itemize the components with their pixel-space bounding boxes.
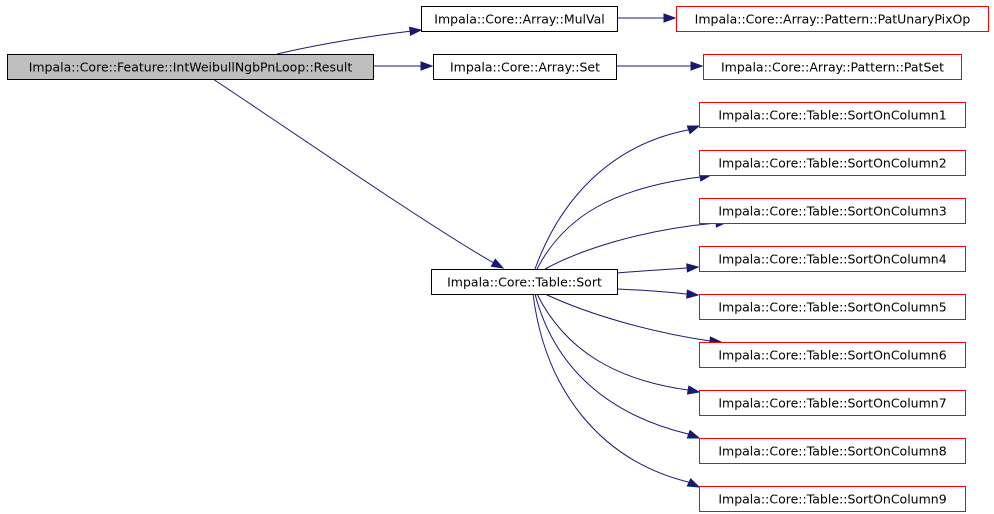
node-label: Impala::Core::Table::SortOnColumn6 [718,348,946,363]
node-soc2[interactable]: Impala::Core::Table::SortOnColumn2 [699,150,966,176]
edge-line [616,288,687,295]
node-box [433,54,617,80]
node-box [699,390,966,416]
arrowhead [686,263,700,273]
node-box [431,269,618,295]
edge-sort-to-soc2 [536,172,713,270]
edge-sort-to-soc9 [532,293,701,488]
node-box [703,54,962,80]
node-box [699,438,966,464]
arrowhead [686,429,701,439]
node-label: Impala::Core::Table::SortOnColumn8 [718,444,946,459]
node-box [699,342,966,368]
arrowhead [686,289,700,299]
node-soc7[interactable]: Impala::Core::Table::SortOnColumn7 [699,390,966,416]
arrowhead [686,477,701,488]
node-label: Impala::Core::Table::SortOnColumn1 [718,108,946,123]
edge-root-to-sort [212,78,505,269]
edge-line [534,129,689,270]
arrowhead [420,61,434,71]
node-box [699,294,966,320]
edge-sort-to-soc1 [534,125,701,270]
node-label: Impala::Core::Table::SortOnColumn7 [718,396,946,411]
edge-sort-to-soc8 [534,293,701,439]
node-label: Impala::Core::Table::SortOnColumn3 [718,204,946,219]
node-patset[interactable]: Impala::Core::Array::Pattern::PatSet [703,54,962,80]
node-root: Impala::Core::Feature::IntWeibullNgbPnLo… [7,54,374,80]
edge-sort-to-soc4 [616,263,700,274]
node-patunary[interactable]: Impala::Core::Array::Pattern::PatUnaryPi… [676,6,989,32]
node-set[interactable]: Impala::Core::Array::Set [433,54,617,80]
arrowhead [490,258,505,269]
edge-line [544,293,711,342]
edge-line [276,30,413,55]
edge-line [532,293,689,483]
node-box [676,6,989,32]
node-box [699,486,966,512]
node-box [699,198,966,224]
node-label: Impala::Core::Array::Set [450,60,600,75]
node-soc5[interactable]: Impala::Core::Table::SortOnColumn5 [699,294,966,320]
node-label: Impala::Core::Feature::IntWeibullNgbPnLo… [29,60,353,75]
edge-set-to-patset [616,61,704,71]
edge-line [536,293,689,391]
edge-root-to-mulval [276,26,423,55]
arrowhead [686,125,701,135]
node-box [421,6,618,32]
node-soc9[interactable]: Impala::Core::Table::SortOnColumn9 [699,486,966,512]
node-box [7,54,374,80]
node-soc3[interactable]: Impala::Core::Table::SortOnColumn3 [699,198,966,224]
node-soc8[interactable]: Impala::Core::Table::SortOnColumn8 [699,438,966,464]
node-box [699,102,966,128]
edge-sort-to-soc6 [544,293,723,346]
node-soc1[interactable]: Impala::Core::Table::SortOnColumn1 [699,102,966,128]
arrowhead [409,26,423,36]
node-sort[interactable]: Impala::Core::Table::Sort [431,269,618,295]
edges-layer [212,13,729,488]
node-soc6[interactable]: Impala::Core::Table::SortOnColumn6 [699,342,966,368]
node-label: Impala::Core::Array::MulVal [434,12,604,27]
node-box [699,150,966,176]
edge-sort-to-soc7 [536,293,701,395]
node-soc4[interactable]: Impala::Core::Table::SortOnColumn4 [699,246,966,272]
node-box [699,246,966,272]
edge-root-to-set [373,61,434,71]
node-label: Impala::Core::Array::Pattern::PatUnaryPi… [695,12,971,27]
edge-mulval-to-patunary [617,13,677,23]
node-label: Impala::Core::Table::SortOnColumn5 [718,300,946,315]
nodes-layer: Impala::Core::Feature::IntWeibullNgbPnLo… [7,6,989,512]
node-label: Impala::Core::Table::SortOnColumn4 [718,252,946,267]
edge-line [616,267,687,274]
arrowhead [690,61,704,71]
arrowhead [686,385,701,395]
arrowhead [663,13,677,23]
node-mulval[interactable]: Impala::Core::Array::MulVal [421,6,618,32]
node-label: Impala::Core::Array::Pattern::PatSet [721,60,944,75]
edge-line [536,176,701,270]
node-label: Impala::Core::Table::SortOnColumn2 [718,156,946,171]
node-label: Impala::Core::Table::Sort [447,275,602,290]
node-label: Impala::Core::Table::SortOnColumn9 [718,492,946,507]
edge-line [212,78,493,263]
edge-line [544,222,717,270]
edge-line [534,293,689,435]
edge-sort-to-soc5 [616,288,700,299]
